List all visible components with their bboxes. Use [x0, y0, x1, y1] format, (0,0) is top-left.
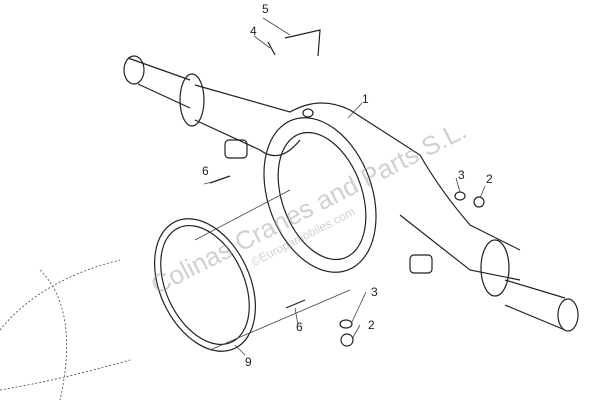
- callout-2-top: 2: [486, 172, 493, 186]
- callout-2-bottom: 2: [368, 318, 375, 332]
- callout-6-bottom: 6: [296, 320, 303, 334]
- callout-3-bottom: 3: [371, 285, 378, 299]
- gasket: [154, 218, 256, 352]
- callout-6-top: 6: [202, 164, 209, 178]
- breather: [267, 29, 321, 57]
- callout-3-top: 3: [458, 168, 465, 182]
- right-axle-shaft: [480, 239, 579, 332]
- callout-5: 5: [262, 2, 269, 16]
- axle-housing: [194, 84, 521, 281]
- callout-1: 1: [362, 92, 369, 106]
- washers-and-plugs: [339, 191, 485, 347]
- callout-9: 9: [245, 355, 252, 369]
- callout-4: 4: [250, 24, 257, 38]
- pins: [209, 175, 306, 309]
- left-axle-shaft: [123, 55, 205, 127]
